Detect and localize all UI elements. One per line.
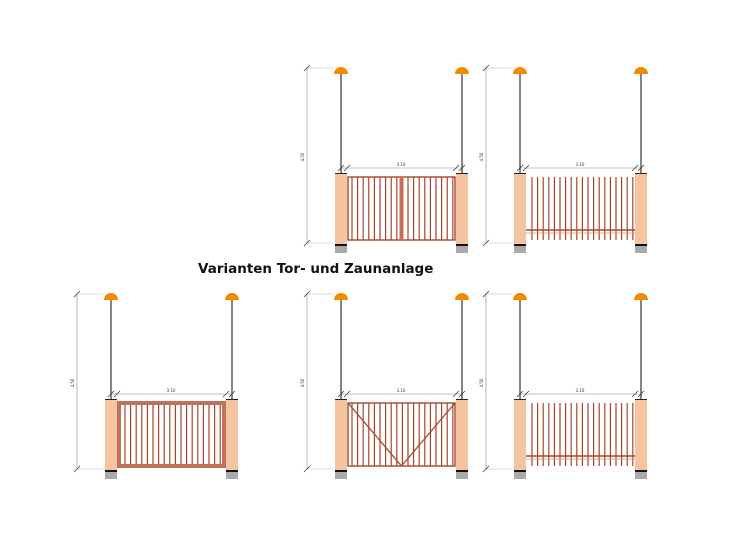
post-foundation xyxy=(335,246,347,253)
post-base-plate xyxy=(635,244,647,246)
lamp-icon xyxy=(513,293,527,300)
gate-bars xyxy=(124,403,221,466)
post-base-plate xyxy=(514,470,526,472)
post-base-plate xyxy=(226,470,238,472)
dimension-tick xyxy=(303,290,311,298)
gate-post xyxy=(514,173,526,244)
width-label: 3.10 xyxy=(167,388,176,393)
width-label: 3.10 xyxy=(576,162,585,167)
gate-post xyxy=(335,173,347,244)
diagonal-brace xyxy=(401,402,456,467)
height-label: 4.50 xyxy=(479,152,484,161)
dimension-tick xyxy=(482,465,490,473)
lamp-icon xyxy=(455,67,469,74)
post-foundation xyxy=(105,472,117,479)
post-base-plate xyxy=(635,470,647,472)
sliding-frame xyxy=(117,401,226,468)
post-foundation xyxy=(514,246,526,253)
dimension-tick xyxy=(482,64,490,72)
gate-post xyxy=(226,399,238,470)
dimension-tick xyxy=(73,465,81,473)
dimension-tick xyxy=(303,465,311,473)
post-base-plate xyxy=(456,244,468,246)
dimension-tick xyxy=(522,164,530,172)
gate-post xyxy=(514,399,526,470)
post-cap xyxy=(514,173,526,174)
gate-post xyxy=(335,399,347,470)
post-cap xyxy=(105,399,117,400)
gate-frame xyxy=(347,402,456,467)
dimension-tick xyxy=(631,390,639,398)
drawing-title: Varianten Tor- und Zaunanlage xyxy=(198,261,434,277)
post-base-plate xyxy=(335,470,347,472)
gate-post xyxy=(456,173,468,244)
panel-fence-with-rail-bottom: 4.50 3.10 xyxy=(479,290,648,479)
post-cap xyxy=(514,399,526,400)
lamp-icon xyxy=(513,67,527,74)
post-foundation xyxy=(335,472,347,479)
diagonal-brace xyxy=(347,402,402,467)
post-base-plate xyxy=(105,470,117,472)
post-foundation xyxy=(456,472,468,479)
post-foundation xyxy=(635,472,647,479)
height-label: 4.50 xyxy=(300,378,305,387)
gate-post xyxy=(635,399,647,470)
width-label: 3.10 xyxy=(576,388,585,393)
dimension-tick xyxy=(343,164,351,172)
post-base-plate xyxy=(335,244,347,246)
dimension-tick xyxy=(452,164,460,172)
gate-center-stile xyxy=(399,177,404,240)
gate-post xyxy=(635,173,647,244)
width-label: 3.10 xyxy=(397,388,406,393)
dimension-tick xyxy=(113,390,121,398)
post-foundation xyxy=(226,472,238,479)
post-cap xyxy=(226,399,238,400)
dimension-tick xyxy=(303,64,311,72)
dimension-tick xyxy=(73,290,81,298)
lamp-icon xyxy=(634,67,648,74)
gate-bars xyxy=(351,403,454,466)
post-foundation xyxy=(635,246,647,253)
height-label: 4.50 xyxy=(479,378,484,387)
dimension-tick xyxy=(303,239,311,247)
post-cap xyxy=(635,399,647,400)
dimension-tick xyxy=(222,390,230,398)
panel-sliding-gate: 4.50 3.10 xyxy=(70,290,239,479)
height-label: 4.50 xyxy=(70,378,75,387)
dimension-tick xyxy=(452,390,460,398)
dimension-tick xyxy=(522,390,530,398)
lamp-icon xyxy=(104,293,118,300)
post-base-plate xyxy=(456,470,468,472)
gate-post xyxy=(456,399,468,470)
lamp-icon xyxy=(225,293,239,300)
post-cap xyxy=(335,173,347,174)
post-foundation xyxy=(514,472,526,479)
dimension-tick xyxy=(631,164,639,172)
dimension-tick xyxy=(343,390,351,398)
width-label: 3.10 xyxy=(397,162,406,167)
gate-post xyxy=(105,399,117,470)
panel-swing-gate-diagonal: 4.50 3.10 xyxy=(300,290,469,479)
post-cap xyxy=(335,399,347,400)
post-cap xyxy=(635,173,647,174)
dimension-tick xyxy=(482,290,490,298)
panel-fence-with-rail-top: 4.50 3.10 xyxy=(479,64,648,253)
lamp-icon xyxy=(455,293,469,300)
post-base-plate xyxy=(514,244,526,246)
post-cap xyxy=(456,173,468,174)
lamp-icon xyxy=(634,293,648,300)
post-cap xyxy=(456,399,468,400)
dimension-tick xyxy=(482,239,490,247)
height-label: 4.50 xyxy=(300,152,305,161)
panel-double-gate: 4.50 3.10 xyxy=(300,64,469,253)
post-foundation xyxy=(456,246,468,253)
lamp-icon xyxy=(334,67,348,74)
lamp-icon xyxy=(334,293,348,300)
